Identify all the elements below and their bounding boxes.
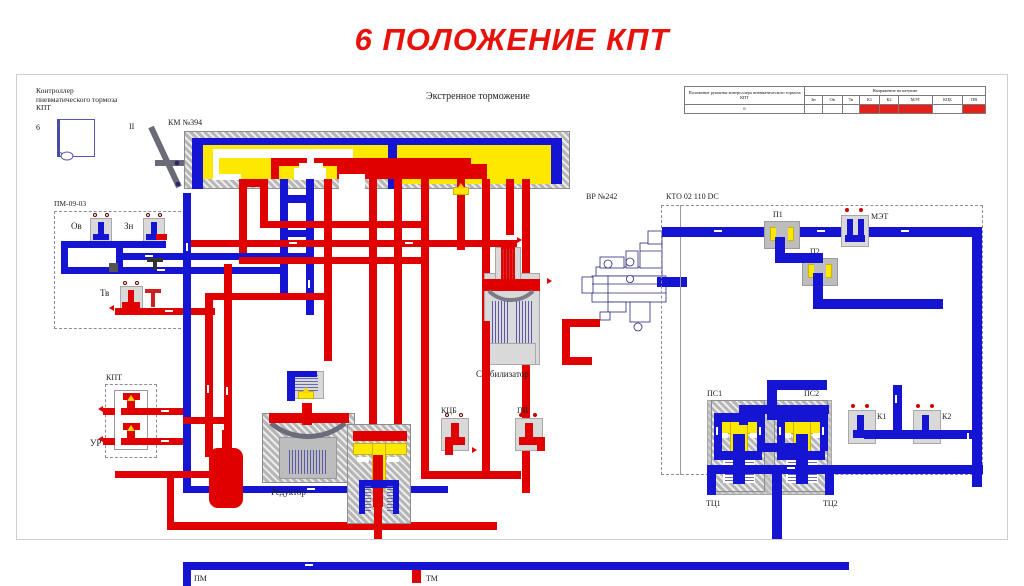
- valve-ps2-label: ПС2: [804, 389, 820, 398]
- table-col-k1: К1: [859, 95, 880, 105]
- table-row: 6: [684, 104, 986, 114]
- table-col-zn: Зн: [804, 95, 823, 105]
- valve-k1-label: К1: [877, 412, 887, 421]
- valve-pv-label: ПВ: [517, 406, 529, 415]
- table-cell-tv: [841, 104, 861, 114]
- table-cell-kcb: [931, 104, 964, 114]
- coil-voltage-table: Положение рукоятки контроллера пневматич…: [684, 86, 986, 114]
- valve-ov-label: Ов: [71, 221, 82, 231]
- screenshot-root: 6 ПОЛОЖЕНИЕ КПТ Контроллер пневматическо…: [16, 22, 1008, 586]
- table-col-met: МЭТ: [898, 95, 933, 105]
- valve-k2-label: К2: [942, 412, 952, 421]
- table-col-kcb: КЦБ: [931, 95, 964, 105]
- port-tm-label: ТМ: [426, 574, 438, 583]
- table-cell-ov: [821, 104, 843, 114]
- valve-p1-label: П1: [773, 210, 783, 219]
- vr242-drawing: [581, 230, 667, 332]
- valve-p2-label: П2: [810, 247, 820, 256]
- block-stabilizator-label: Стабилизатор: [476, 369, 529, 379]
- valve-tv-label: Тв: [100, 288, 110, 298]
- table-cell-k1: [859, 104, 880, 114]
- block-kto-label: КТО 02 110 DC: [666, 192, 719, 201]
- table-position-header: Положение рукоятки контроллера пневматич…: [684, 86, 805, 105]
- valve-met-label: МЭТ: [871, 212, 889, 221]
- reduktor-diaphragm: [269, 421, 347, 439]
- table-cell-pv: [962, 104, 986, 114]
- block-km394-label: КМ №394: [168, 118, 203, 127]
- table-cell-zn: [804, 104, 823, 114]
- km394-handle-label: II: [129, 122, 135, 131]
- table-cell-met: [898, 104, 933, 114]
- port-pm-label: ПМ: [194, 574, 207, 583]
- page-title: 6 ПОЛОЖЕНИЕ КПТ: [354, 22, 670, 57]
- block-reduktor-label: Редуктор: [271, 487, 306, 497]
- controller-position-number: 6: [36, 123, 40, 132]
- diagram-frame: Контроллер пневматического тормоза КПТ 6…: [16, 74, 1008, 586]
- port-tc1-label: ТЦ1: [706, 499, 721, 508]
- table-col-tv: Тв: [841, 95, 861, 105]
- port-tc2-label: ТЦ2: [823, 499, 838, 508]
- mode-label: Экстренное торможение: [426, 91, 530, 102]
- controller-caption: Контроллер пневматического тормоза КПТ: [36, 86, 118, 113]
- table-cell-k2: [878, 104, 900, 114]
- table-voltage-header: Напряжение на катушке: [804, 86, 986, 96]
- table-header-row-2: Зн Ов Тв К1 К2 МЭТ КЦБ ПВ: [685, 95, 986, 105]
- table-col-ov: Ов: [821, 95, 843, 105]
- block-vr242-label: ВР №242: [586, 192, 618, 201]
- table-header-row-1: Положение рукоятки контроллера пневматич…: [684, 86, 986, 105]
- table-col-pv: ПВ: [962, 95, 986, 105]
- valve-ps1-label: ПС1: [707, 389, 723, 398]
- block-kpt-label: КПТ: [106, 373, 122, 382]
- valve-zn-label: Зн: [124, 221, 134, 231]
- reservoir-ur-label: УР: [90, 438, 102, 448]
- table-cell-position: 6: [684, 104, 805, 114]
- valve-kcb-label: КЦБ: [441, 406, 457, 415]
- stabilizator-diaphragm: [487, 289, 535, 302]
- table-col-k2: К2: [878, 95, 900, 105]
- block-pm0903-label: ПМ-09-03: [54, 199, 87, 208]
